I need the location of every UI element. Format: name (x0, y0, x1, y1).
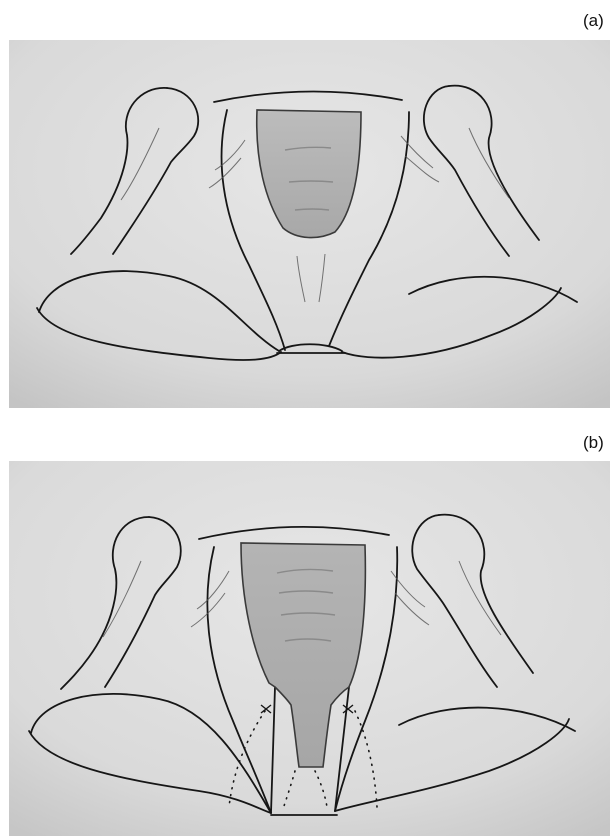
panel-b-drawing (9, 461, 610, 836)
panel-a-label: (a) (583, 11, 604, 31)
panel-a-drawing (9, 40, 610, 408)
panel-b-label: (b) (583, 433, 604, 453)
